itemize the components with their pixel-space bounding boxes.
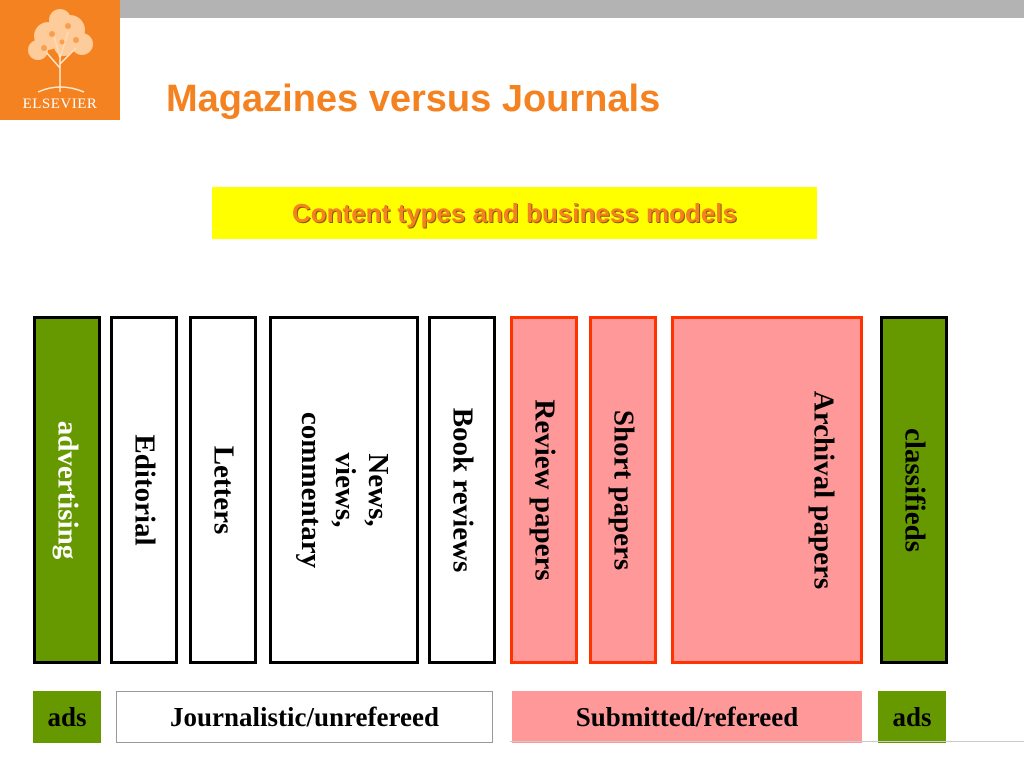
logo-text: ELSEVIER	[22, 96, 98, 112]
top-bar	[120, 0, 1024, 18]
group-submitted: Submitted/refereed	[512, 691, 862, 743]
group-ads-right: ads	[878, 691, 946, 743]
column-label: classifieds	[898, 427, 931, 553]
column-editorial: Editorial	[110, 316, 178, 664]
group-ads-left: ads	[33, 691, 101, 743]
column-label: Short papers	[607, 409, 640, 571]
column-letters: Letters	[189, 316, 257, 664]
column-archival-papers: Archival papers	[671, 316, 863, 664]
column-label: Review papers	[528, 399, 561, 581]
column-short-papers: Short papers	[589, 316, 657, 664]
slide-subtitle: Content types and business models	[212, 187, 817, 239]
column-label: Letters	[207, 445, 240, 535]
elsevier-logo: ELSEVIER	[0, 0, 120, 120]
column-label: Book reviews	[446, 407, 479, 573]
column-news-views-commentary: News, views, commentary	[269, 316, 419, 664]
column-label: Archival papers	[807, 390, 840, 590]
slide-title: Magazines versus Journals	[166, 78, 661, 120]
column-label: News, views, commentary	[295, 411, 395, 569]
column-book-reviews: Book reviews	[428, 316, 496, 664]
column-review-papers: Review papers	[510, 316, 578, 664]
column-advertising: advertising	[33, 316, 101, 664]
tree-icon	[28, 9, 93, 93]
group-journalistic: Journalistic/unrefereed	[116, 691, 493, 743]
column-label: advertising	[51, 420, 84, 560]
column-classifieds: classifieds	[880, 316, 948, 664]
divider-line	[510, 741, 1024, 742]
column-label: Editorial	[128, 434, 161, 546]
